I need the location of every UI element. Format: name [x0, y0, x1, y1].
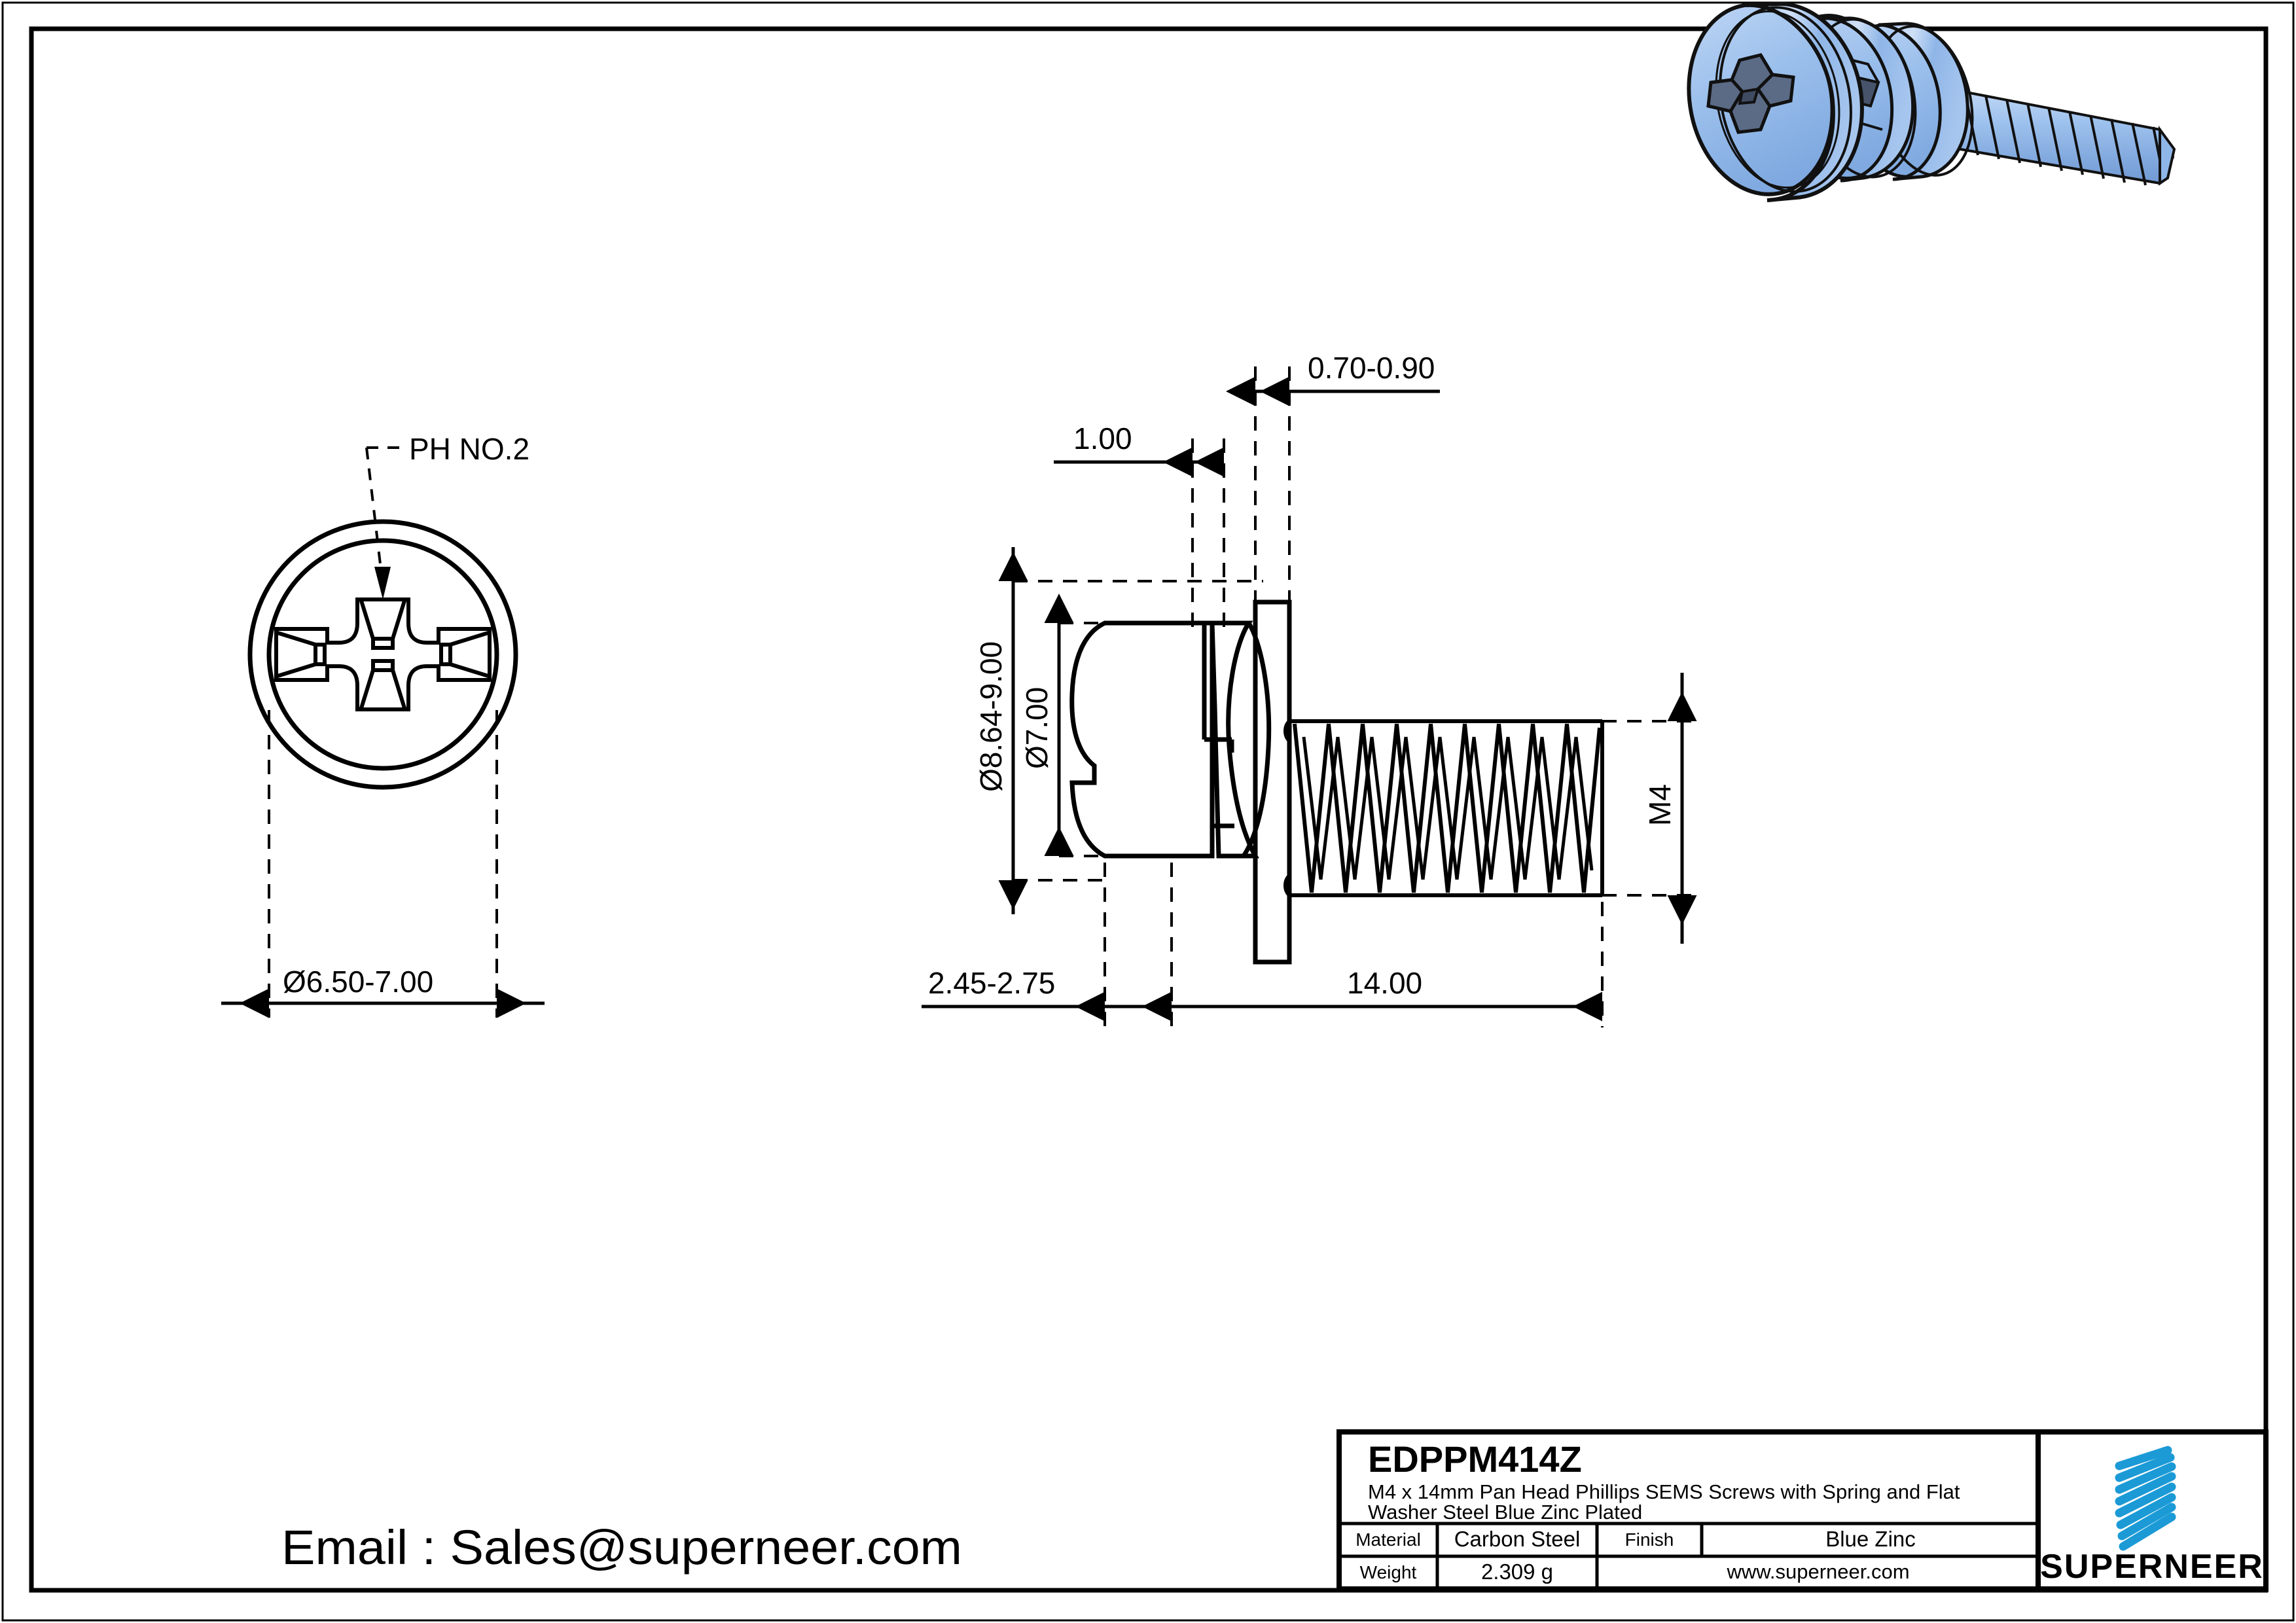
dim-washer-od: Ø8.64-9.00	[974, 547, 1263, 914]
finish-value: Blue Zinc	[1825, 1527, 1916, 1551]
material-value: Carbon Steel	[1454, 1527, 1581, 1551]
dim-head-od: Ø7.00	[1020, 594, 1198, 857]
dim-washer-od-label: Ø8.64-9.00	[974, 641, 1008, 792]
dim-head-od-label: Ø7.00	[1020, 687, 1054, 769]
render-pan-head	[1687, 1, 1864, 202]
title-block: EDPPM414Z M4 x 14mm Pan Head Phillips SE…	[1336, 1429, 2269, 1592]
brand-name: SUPERNEER	[2040, 1548, 2264, 1586]
pan-head-profile	[1069, 620, 1215, 859]
dim-head-height-label: 2.45-2.75	[928, 966, 1055, 1000]
dim-thread-length-label: 14.00	[1347, 966, 1422, 1000]
email-text: Email : Sales@superneer.com	[281, 1520, 962, 1575]
weight-label: Weight	[1360, 1562, 1417, 1582]
ph-callout-leader	[365, 446, 399, 587]
dim-flat-washer-thickness: 0.70-0.90	[1226, 351, 1440, 602]
front-view-diameter-dimension: Ø6.50-7.00	[221, 710, 545, 1018]
weight-value: 2.309 g	[1481, 1560, 1553, 1584]
front-diameter-label: Ø6.50-7.00	[283, 965, 433, 999]
dim-flat-washer-label: 0.70-0.90	[1308, 351, 1435, 385]
ph-callout-label: PH NO.2	[409, 432, 529, 466]
dim-thread-size-label: M4	[1643, 784, 1677, 826]
material-label: Material	[1355, 1529, 1421, 1550]
head-outer-circle	[247, 519, 518, 790]
head-inner-circle	[266, 538, 499, 771]
dim-thread-size: M4	[1602, 673, 1702, 944]
flat-washer-profile	[1253, 599, 1292, 965]
phillips-cross-recess	[274, 597, 492, 711]
dim-head-height: 2.45-2.75	[922, 863, 1173, 1027]
description-line-1: M4 x 14mm Pan Head Phillips SEMS Screws …	[1368, 1480, 1960, 1503]
dim-spring-washer-label: 1.00	[1073, 421, 1132, 455]
dim-spring-washer-thickness: 1.00	[1054, 421, 1225, 628]
finish-label: Finish	[1625, 1529, 1674, 1550]
superneer-logo-icon	[2115, 1446, 2176, 1551]
part-number: EDPPM414Z	[1368, 1438, 1582, 1480]
render-phillips-recess	[1706, 53, 1795, 134]
ph-callout-arrowhead	[374, 567, 391, 599]
render-thread-shaft	[1917, 81, 2176, 186]
description-line-2: Washer Steel Blue Zinc Plated	[1368, 1501, 1642, 1524]
dim-thread-length: 14.00	[1142, 902, 1604, 1027]
sheet-border-inner	[29, 26, 2269, 1593]
front-view: PH NO.2 Ø6.50-7.00	[221, 432, 545, 1018]
threaded-shaft	[1283, 719, 1604, 897]
side-view: Ø8.64-9.00 Ø7.00 0.70-0.90 1.00	[922, 351, 1702, 1027]
spring-washer-profile	[1210, 620, 1272, 859]
website-link[interactable]: www.superneer.com	[1726, 1560, 1909, 1583]
screw-3d-render	[1687, 1, 2176, 202]
